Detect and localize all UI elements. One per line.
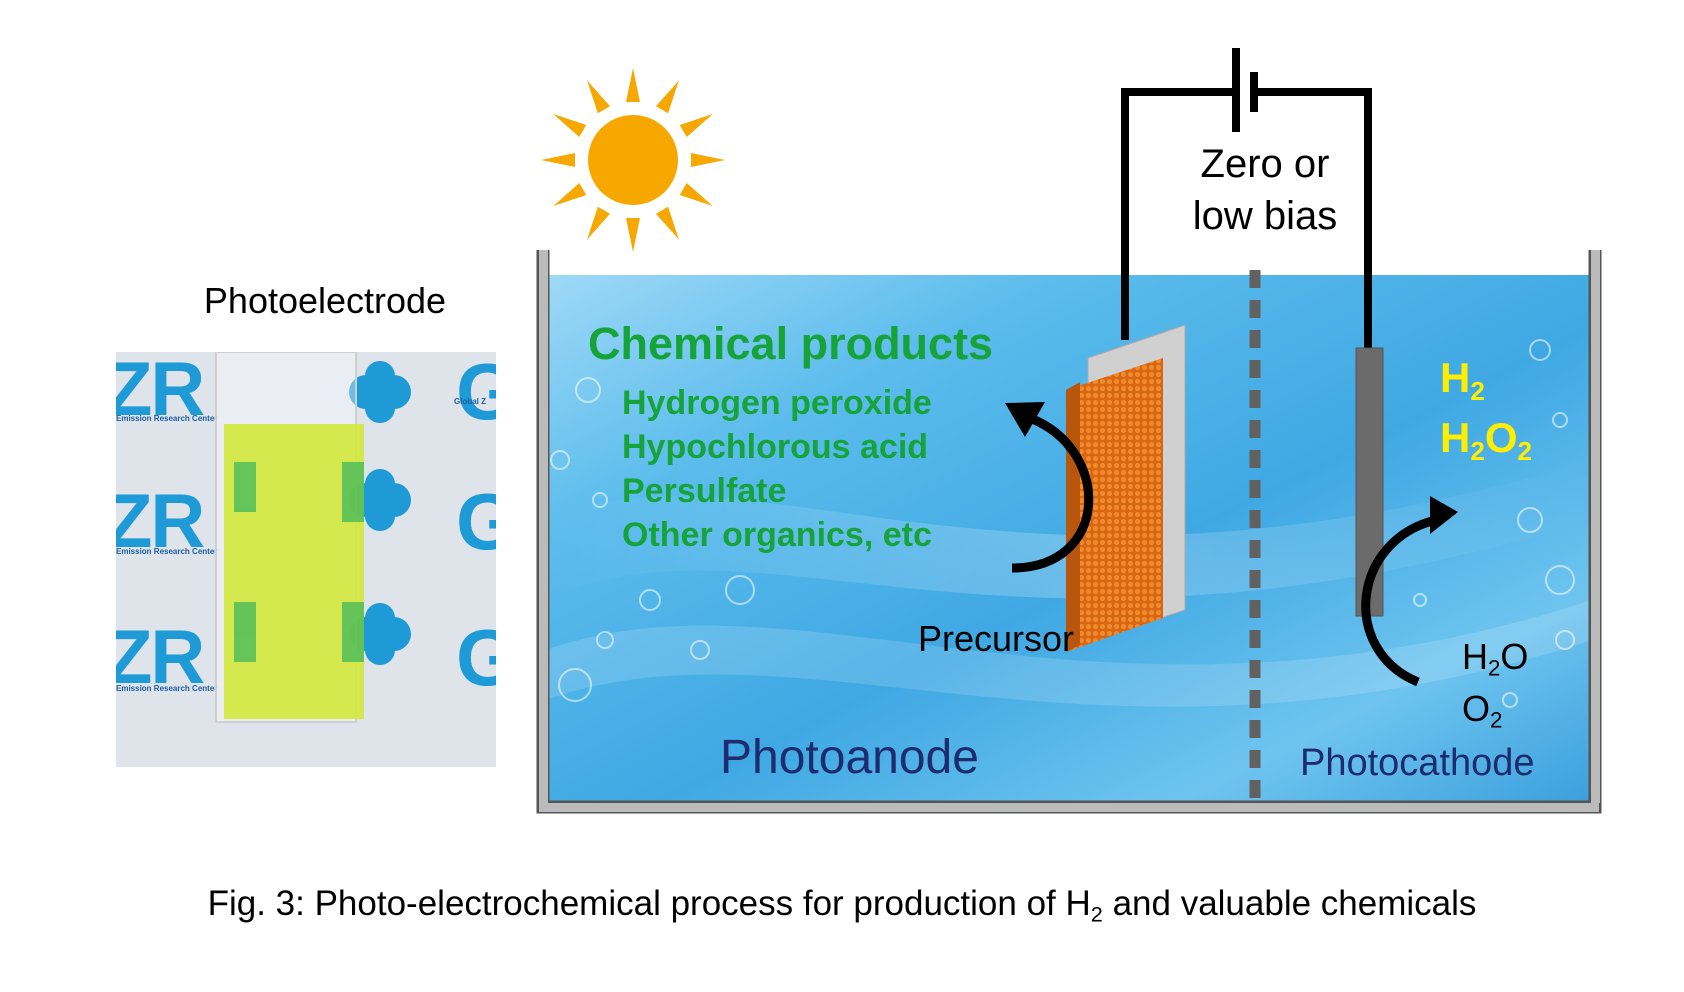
logo-caption: Emission Research Center: [116, 684, 218, 693]
logo-caption: Emission Research Center: [116, 414, 218, 423]
logo-g: G: [456, 352, 496, 436]
logo-g: G: [456, 477, 496, 566]
o2-o: O: [1462, 688, 1491, 729]
h2-h: H: [1440, 354, 1471, 401]
chemical-product-item: Persulfate: [622, 472, 787, 510]
h2-sub: 2: [1470, 375, 1485, 406]
logo-text: ZR: [116, 615, 205, 700]
figure-caption: Fig. 3: Photo-electrochemical process fo…: [0, 884, 1684, 928]
photoelectrode-photo: ZR Emission Research Center ZR Emission …: [116, 352, 496, 767]
caption-main: Fig. 3: Photo-electrochemical process fo…: [207, 884, 1091, 923]
sun-icon: [541, 68, 725, 252]
battery-icon: [1232, 48, 1258, 132]
o2-reactant-label: O2: [1462, 688, 1502, 734]
h2o-o: O: [1500, 636, 1529, 677]
logo-text: ZR: [116, 479, 205, 564]
h2o2-sub-o: 2: [1517, 435, 1532, 466]
logo-caption-right: Global Z: [454, 397, 486, 406]
arrow-head-cathode: [1430, 496, 1458, 534]
h2o-sub: 2: [1488, 655, 1501, 681]
photoelectrode-title: Photoelectrode: [203, 280, 447, 321]
h2o2-h: H: [1440, 414, 1471, 461]
h2o2-sub-h: 2: [1470, 435, 1485, 466]
photocathode-label: Photocathode: [1300, 742, 1535, 784]
caption-sub: 2: [1090, 901, 1103, 927]
h2o-reactant-label: H2O: [1462, 636, 1528, 682]
caption-tail: and valuable chemicals: [1102, 884, 1477, 923]
curved-arrow-icon: [1361, 515, 1438, 687]
h2o2-o: O: [1484, 414, 1518, 461]
bias-label: Zero or low bias: [1150, 138, 1380, 242]
chemical-product-item: Other organics, etc: [622, 516, 932, 554]
circuit-wire: [1121, 88, 1372, 352]
chemical-product-item: Hypochlorous acid: [622, 428, 929, 466]
h2-product-label: H2: [1440, 354, 1485, 407]
chemical-products-title: Chemical products: [588, 318, 994, 369]
flower-logos: [215, 352, 411, 723]
logo-text: ZR: [116, 352, 205, 432]
h2o-h: H: [1462, 636, 1488, 677]
bias-line1: Zero or: [1200, 142, 1330, 186]
h2o2-product-label: H2O2: [1440, 414, 1532, 467]
logo-caption: Emission Research Center: [116, 547, 218, 556]
arrow-head-anode: [1005, 402, 1045, 437]
logo-g: G: [456, 613, 496, 702]
bias-line2: low bias: [1192, 194, 1338, 238]
photoanode-electrode: [1066, 324, 1186, 652]
curved-arrow-icon: [1011, 413, 1094, 573]
photoanode-label: Photoanode: [720, 731, 979, 784]
o2-sub: 2: [1490, 707, 1503, 733]
precursor-label: Precursor: [918, 618, 1075, 659]
chemical-product-item: Hydrogen peroxide: [622, 384, 932, 422]
